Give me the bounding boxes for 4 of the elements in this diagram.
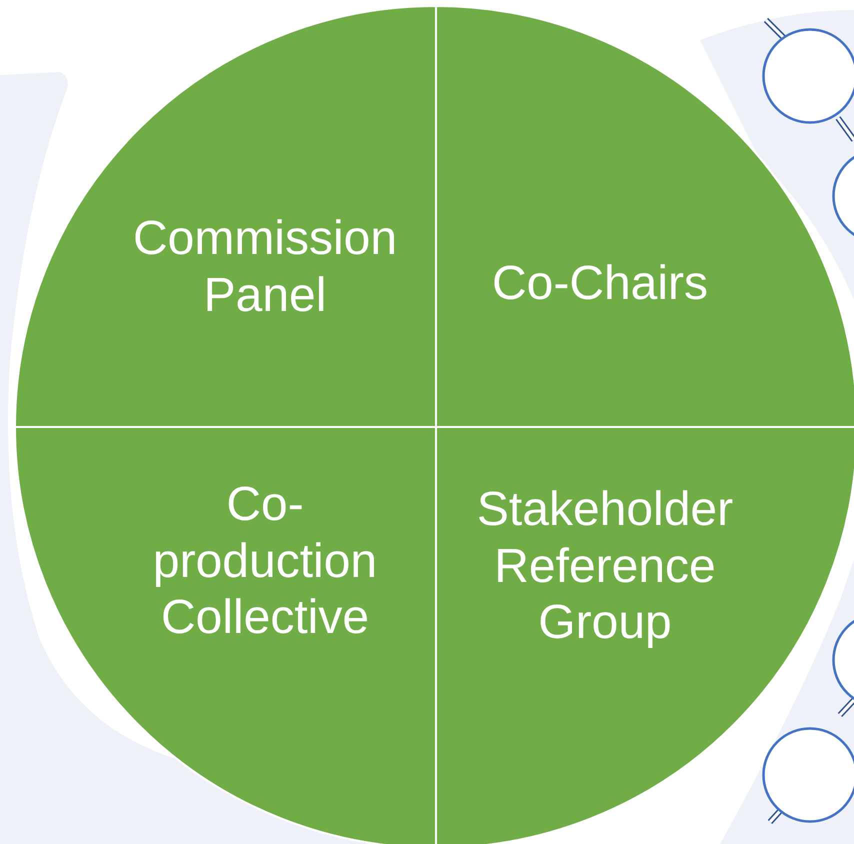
segment-label: Stakeholder Reference Group [476,482,734,652]
segment-label: Commission Panel [132,211,398,324]
segment-label: Co-production Collective [152,477,378,646]
segment-label: Co-Chairs [490,256,710,312]
